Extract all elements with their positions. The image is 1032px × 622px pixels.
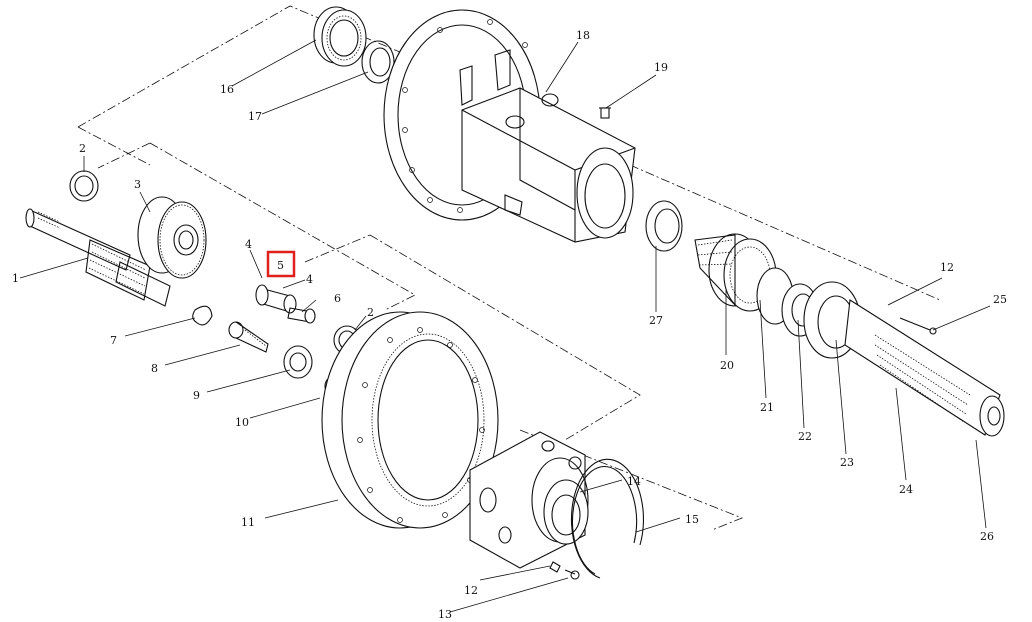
callout-5-highlighted[interactable]: 5 bbox=[266, 250, 296, 278]
callout-2-lower[interactable]: 2 bbox=[367, 306, 374, 319]
callout-9[interactable]: 9 bbox=[193, 389, 200, 402]
part-planet-gear bbox=[137, 196, 207, 279]
callout-5[interactable]: 5 bbox=[277, 259, 284, 272]
callout-4-left[interactable]: 4 bbox=[245, 238, 252, 251]
part-bolt bbox=[228, 321, 269, 353]
callout-8[interactable]: 8 bbox=[151, 362, 158, 375]
part-flat-washer bbox=[283, 345, 313, 379]
part-wheel-stud bbox=[899, 317, 931, 331]
callout-18[interactable]: 18 bbox=[576, 29, 590, 42]
part-breather-plug bbox=[599, 107, 611, 119]
callout-16[interactable]: 16 bbox=[220, 83, 234, 96]
part-ring-gear bbox=[321, 311, 499, 529]
callout-labels: 1 2 3 4 4 6 2 7 8 9 10 11 12 13 14 15 16… bbox=[12, 29, 1007, 621]
callout-23[interactable]: 23 bbox=[840, 456, 854, 469]
callout-24[interactable]: 24 bbox=[899, 483, 913, 496]
callout-13[interactable]: 13 bbox=[438, 608, 452, 621]
part-oil-seal-upper bbox=[361, 40, 395, 84]
part-axle-housing bbox=[383, 9, 636, 243]
part-thrust-washer-upper bbox=[69, 170, 99, 202]
callout-21[interactable]: 21 bbox=[760, 401, 774, 414]
callout-2-upper[interactable]: 2 bbox=[79, 142, 86, 155]
part-plug-screw bbox=[564, 569, 580, 580]
callout-1[interactable]: 1 bbox=[12, 272, 19, 285]
part-planet-carrier bbox=[469, 431, 589, 569]
part-output-spindle bbox=[844, 299, 1005, 437]
part-roller-bearing bbox=[313, 6, 367, 67]
leader-lines bbox=[19, 39, 991, 613]
callout-20[interactable]: 20 bbox=[720, 359, 734, 372]
part-circlip bbox=[570, 458, 645, 579]
callout-7[interactable]: 7 bbox=[110, 334, 117, 347]
assembly-outline bbox=[77, 5, 941, 531]
callout-17[interactable]: 17 bbox=[248, 110, 262, 123]
part-set-screw-lower bbox=[549, 561, 561, 573]
part-oil-seal-lower bbox=[645, 200, 683, 252]
callout-27[interactable]: 27 bbox=[649, 314, 663, 327]
callout-4-right[interactable]: 4 bbox=[306, 273, 313, 286]
callout-22[interactable]: 22 bbox=[798, 430, 812, 443]
callout-11[interactable]: 11 bbox=[241, 516, 255, 529]
part-needle-bearing-bushing bbox=[255, 284, 297, 314]
callout-12-upper[interactable]: 12 bbox=[940, 261, 954, 274]
callout-25[interactable]: 25 bbox=[993, 293, 1007, 306]
callout-14[interactable]: 14 bbox=[627, 475, 641, 488]
callout-6[interactable]: 6 bbox=[334, 292, 341, 305]
part-planet-pin bbox=[287, 307, 316, 324]
callout-19[interactable]: 19 bbox=[654, 61, 668, 74]
callout-3[interactable]: 3 bbox=[134, 178, 141, 191]
highlight-box bbox=[266, 250, 296, 278]
part-retaining-clip bbox=[192, 305, 213, 326]
callout-10[interactable]: 10 bbox=[235, 416, 249, 429]
callout-26[interactable]: 26 bbox=[980, 530, 994, 543]
part-input-shaft bbox=[25, 208, 171, 307]
callout-15[interactable]: 15 bbox=[685, 513, 699, 526]
callout-12-lower[interactable]: 12 bbox=[464, 584, 478, 597]
